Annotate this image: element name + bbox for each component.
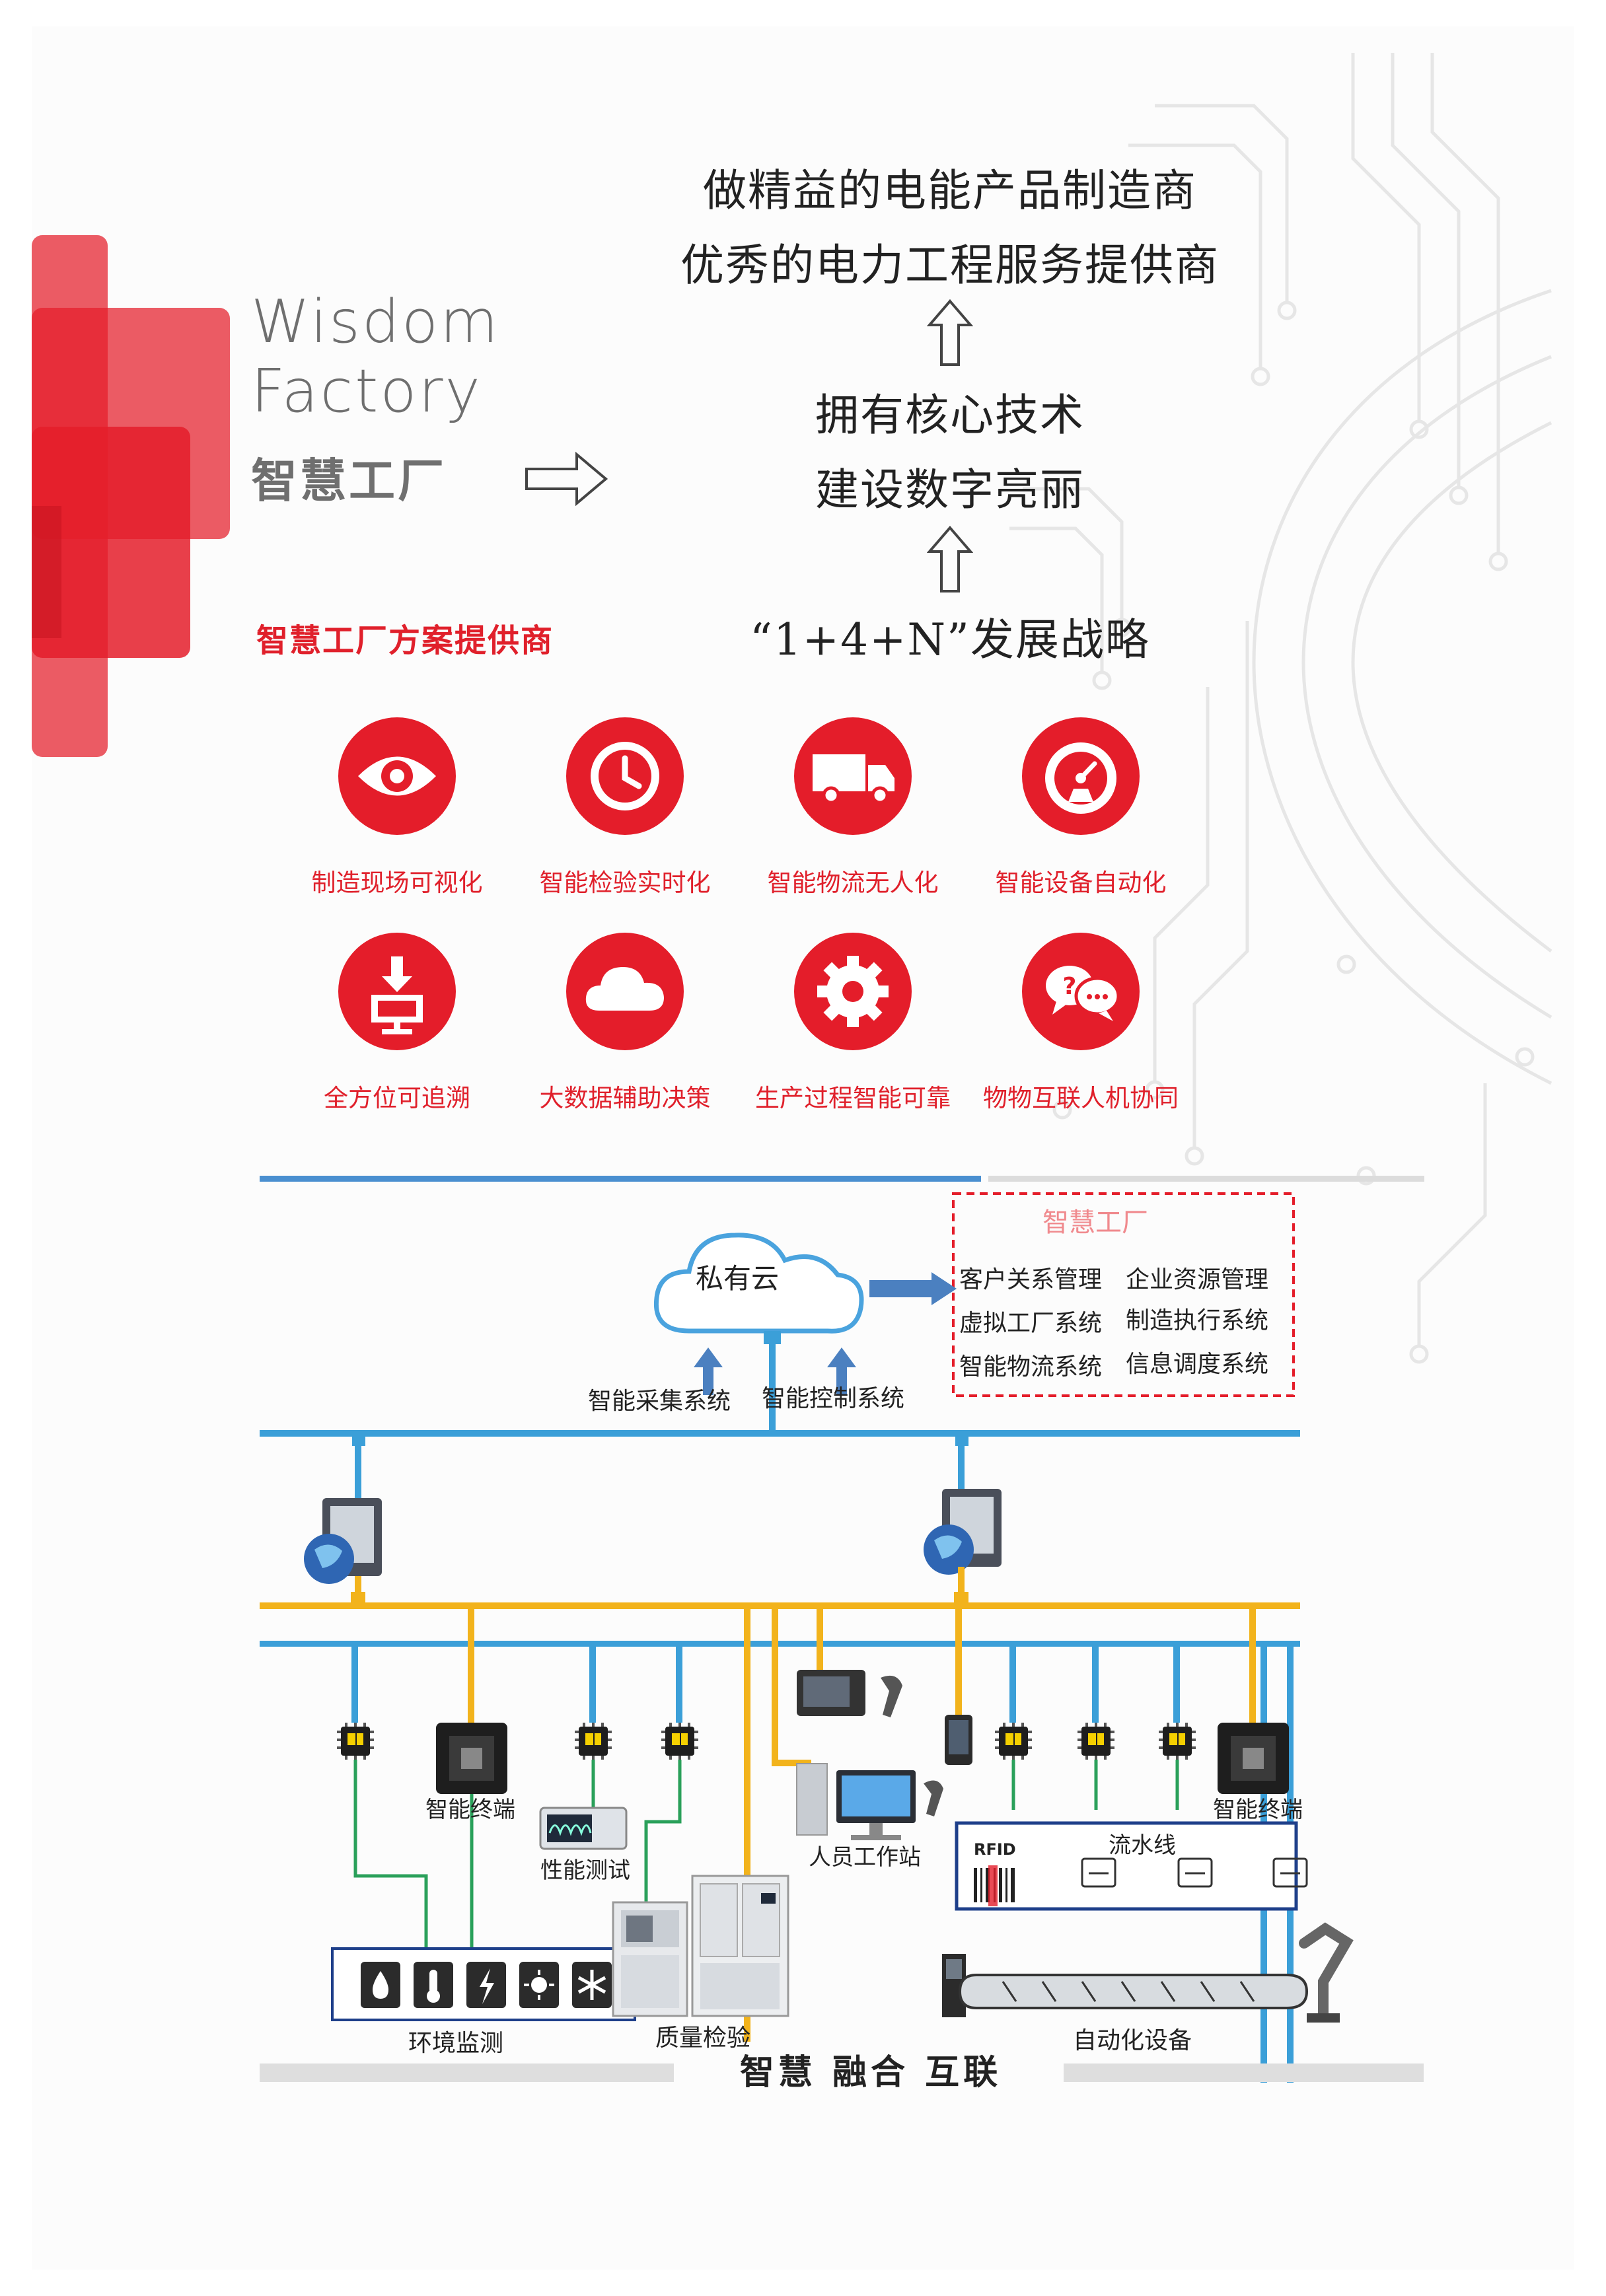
- up-arrow-icon: [927, 299, 973, 366]
- quality-check-label: 质量检验: [655, 2025, 751, 2052]
- performance-test-label: 性能测试: [540, 1857, 630, 1884]
- feature-label: 智能检验实时化: [539, 869, 711, 897]
- cloud-icon: [566, 933, 684, 1050]
- footer-slogan: 智慧 融合 互联: [739, 2052, 1002, 2093]
- feature-label: 智能物流无人化: [767, 869, 939, 897]
- system-item: 制造执行系统: [1126, 1307, 1269, 1334]
- system-item: 智能物流系统: [959, 1353, 1103, 1381]
- smart-terminal-label-2: 智能终端: [1213, 1797, 1303, 1823]
- feature-label: 物物互联人机协同: [983, 1084, 1179, 1112]
- gauge-icon: [1022, 717, 1140, 835]
- server-icon: [304, 1498, 382, 1584]
- chip-icon-row: [337, 1723, 1196, 1760]
- mission-line-2: 优秀的电力工程服务提供商: [680, 240, 1220, 291]
- up-arrow-icon-2: [927, 525, 973, 592]
- core-line-1: 拥有核心技术: [815, 390, 1085, 441]
- system-item: 企业资源管理: [1126, 1266, 1269, 1293]
- feature-item: 生产过程智能可靠: [741, 933, 965, 1114]
- server-icon: [924, 1489, 1002, 1575]
- control-system-label: 智能控制系统: [762, 1385, 905, 1412]
- feature-label: 大数据辅助决策: [539, 1084, 711, 1112]
- gear-icon: [794, 933, 912, 1050]
- feature-label: 生产过程智能可靠: [755, 1084, 951, 1112]
- chat-bubbles-icon: ?: [1022, 933, 1140, 1050]
- inspection-machine-icon: [612, 1875, 789, 2017]
- rfid-label: RFID: [974, 1840, 1016, 1859]
- conveyor-robot-icon: [942, 1922, 1354, 2023]
- collect-system-label: 智能采集系统: [588, 1388, 731, 1415]
- feature-label: 全方位可追溯: [324, 1084, 470, 1112]
- feature-item: 智能物流无人化: [741, 717, 965, 898]
- clock-icon: [566, 717, 684, 835]
- system-item: 信息调度系统: [1126, 1351, 1269, 1378]
- feature-item: 制造现场可视化: [285, 717, 509, 898]
- brand-title-en-2: Factory: [251, 357, 482, 426]
- assembly-line-label: 流水线: [1109, 1832, 1176, 1859]
- system-item: 客户关系管理: [959, 1266, 1103, 1293]
- feature-item: 智能设备自动化: [968, 717, 1193, 898]
- feature-label: 制造现场可视化: [311, 869, 483, 897]
- private-cloud-label: 私有云: [696, 1262, 780, 1295]
- feature-label: 智能设备自动化: [995, 869, 1167, 897]
- brand-title-en-1: Wisdom: [251, 287, 500, 357]
- env-sensor-icons: [361, 1962, 612, 2008]
- core-line-2: 建设数字亮丽: [815, 464, 1085, 515]
- brand-title-cn: 智慧工厂: [251, 454, 447, 508]
- brochure-page: Wisdom Factory 智慧工厂 智慧工厂方案提供商 做精益的电能产品制造…: [32, 26, 1574, 2270]
- feature-item: 智能检验实时化: [513, 717, 737, 898]
- provider-slogan: 智慧工厂方案提供商: [256, 622, 554, 659]
- env-monitor-label: 环境监测: [408, 2030, 504, 2057]
- automation-label: 自动化设备: [1073, 2027, 1192, 2054]
- smart-terminal-icon: [436, 1723, 507, 1794]
- system-item: 虚拟工厂系统: [959, 1310, 1103, 1337]
- eye-icon: [338, 717, 456, 835]
- network-diagram: [260, 1176, 1424, 2083]
- right-arrow-icon: [525, 451, 608, 507]
- smart-terminal-label: 智能终端: [425, 1797, 515, 1823]
- svg-text:?: ?: [1063, 973, 1077, 1000]
- truck-icon: [794, 717, 912, 835]
- feature-item: ? 物物互联人机协同: [968, 933, 1193, 1114]
- feature-item: 全方位可追溯: [285, 933, 509, 1114]
- circuit-pattern-decoration: [1009, 53, 1552, 1364]
- workstation-label: 人员工作站: [809, 1844, 921, 1871]
- conveyor-node-icons: [1081, 1857, 1308, 1888]
- download-monitor-icon: [338, 933, 456, 1050]
- barcode-icon: [974, 1865, 1015, 1906]
- strategy-line: “1+4+N”发展战略: [750, 614, 1150, 665]
- factory-box-title: 智慧工厂: [1042, 1207, 1148, 1238]
- mission-line-1: 做精益的电能产品制造商: [703, 165, 1197, 216]
- smart-terminal-icon: [1218, 1723, 1289, 1794]
- brand-red-blocks: [32, 235, 230, 757]
- feature-item: 大数据辅助决策: [513, 933, 737, 1114]
